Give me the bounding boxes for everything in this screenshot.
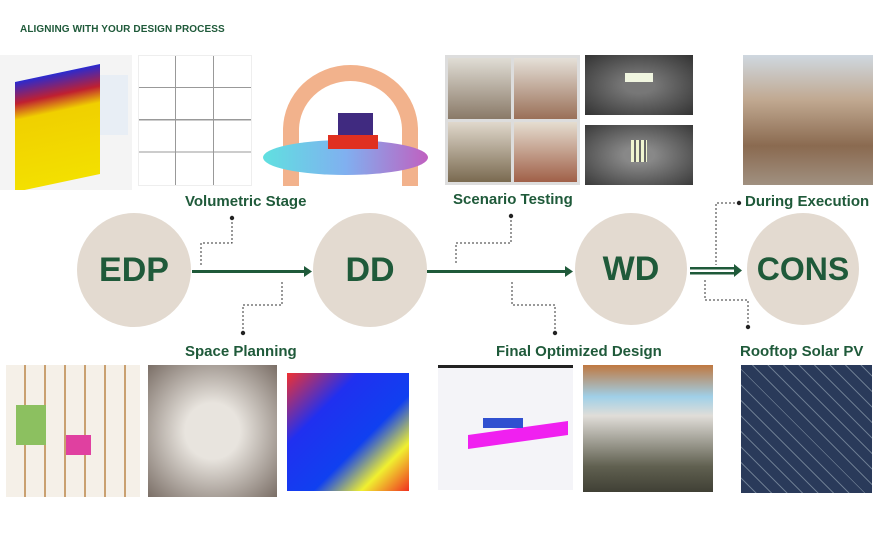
stage-label: DD [345,250,395,289]
stage-label: WD [602,249,660,288]
roof-massing-grid-image [138,55,252,186]
room-daylight-render-2 [585,125,693,185]
rooftop-solar-image [741,365,872,493]
scenario-sketches-image [445,55,580,185]
construction-site-image [743,55,873,185]
final-house-render-image [583,365,713,492]
callout-during-execution: During Execution [745,193,870,210]
arrowhead-cons [734,264,742,277]
callout-scenario-testing: Scenario Testing [453,191,573,208]
callout-volumetric-stage: Volumetric Stage [185,193,307,210]
sun-path-analysis-image [258,55,428,186]
floor-plan-image [6,365,140,497]
stage-label: CONS [756,250,850,287]
3d-floor-plan-image [148,365,277,497]
arrowhead-wd [565,266,573,277]
page-title: ALIGNING WITH YOUR DESIGN PROCESS [20,24,225,35]
callout-space-planning: Space Planning [185,343,297,360]
callout-final-optimized-design: Final Optimized Design [496,343,662,360]
arrow-edp-dd [192,270,304,273]
arrowhead-dd [304,266,312,277]
arrow-dd-wd [427,270,566,273]
daylight-floor-heatmap-image [283,365,413,497]
stage-cons: CONS [747,213,859,325]
room-daylight-render-1 [585,55,693,115]
callout-rooftop-solar-pv: Rooftop Solar PV [740,343,864,360]
arrow-wd-cons-top [690,267,736,270]
daylight-heatmap-building-image [0,55,132,190]
stage-label: EDP [99,250,169,289]
stage-dd: DD [313,213,427,327]
stage-wd: WD [575,213,687,325]
stage-edp: EDP [77,213,191,327]
optimized-design-model-image [438,365,573,490]
